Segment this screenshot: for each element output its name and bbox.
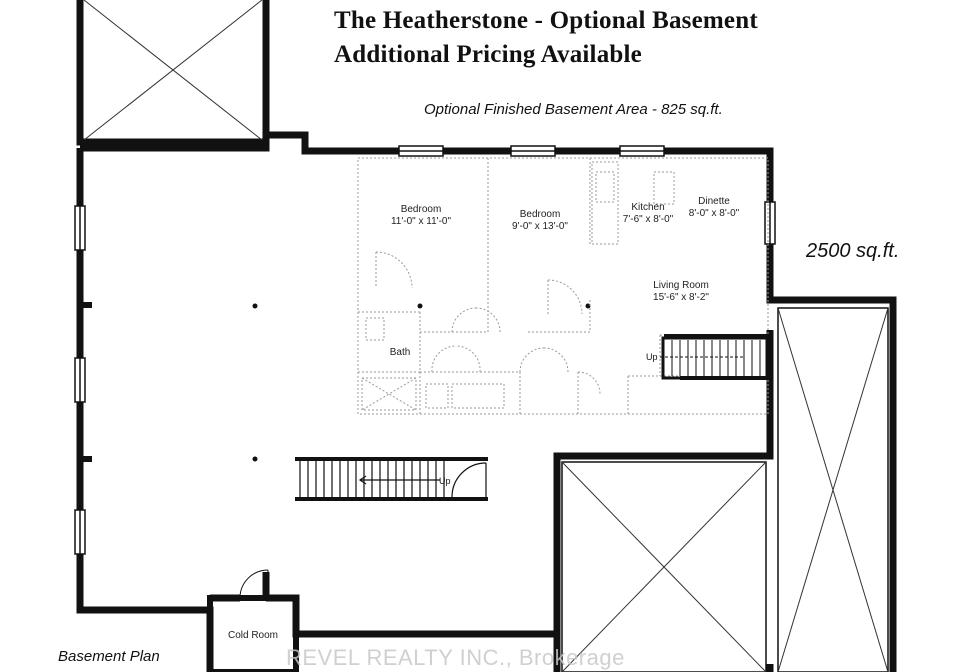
room-size: 8'-0" x 8'-0" [688, 208, 740, 219]
room-size: 11'-0" x 11'-0" [390, 216, 452, 227]
wall-stubs [80, 302, 92, 462]
room-size: 7'-6" x 8'-0" [622, 214, 674, 225]
room-name: Cold Room [227, 630, 279, 641]
basement-plan-label: Basement Plan [58, 648, 160, 665]
room-size: 15'-6" x 8'-2" [653, 292, 709, 303]
room-bath: Bath [390, 347, 411, 359]
room-dinette: Dinette 8'-0" x 8'-0" [689, 196, 739, 220]
room-name: Bedroom [519, 209, 561, 220]
room-name: Dinette [698, 196, 730, 207]
room-kitchen: Kitchen 7'-6" x 8'-0" [623, 202, 673, 226]
brokerage-watermark: REVEL REALTY INC., Brokerage [286, 645, 625, 670]
room-name: Bath [389, 347, 411, 358]
finished-stairs-up-label: Up [646, 352, 658, 362]
finished-area-note: Optional Finished Basement Area - 825 sq… [424, 101, 723, 118]
finished-area-partitions [357, 157, 769, 415]
main-stairs [295, 457, 488, 501]
room-name: Bedroom [400, 204, 442, 215]
room-bedroom-1: Bedroom 11'-0" x 11'-0" [391, 204, 451, 228]
room-bedroom-2: Bedroom 9'-0" x 13'-0" [512, 209, 568, 233]
room-cold-room: Cold Room [228, 630, 278, 642]
cold-room [207, 569, 299, 672]
top-left-open-area [76, 0, 270, 146]
main-stairs-up-label: Up [439, 476, 451, 486]
room-size: 9'-0" x 13'-0" [512, 221, 568, 232]
finished-area-stairs [660, 334, 770, 380]
room-living-room: Living Room 15'-6" x 8'-2" [653, 280, 709, 304]
total-area-label: 2500 sq.ft. [806, 240, 900, 262]
room-name: Living Room [653, 280, 709, 291]
plan-subtitle: Additional Pricing Available [334, 41, 642, 68]
support-posts [252, 303, 591, 462]
unexcavated-areas [561, 307, 889, 672]
windows [74, 145, 776, 555]
plan-title: The Heatherstone - Optional Basement [334, 7, 758, 34]
room-name: Kitchen [631, 202, 665, 213]
